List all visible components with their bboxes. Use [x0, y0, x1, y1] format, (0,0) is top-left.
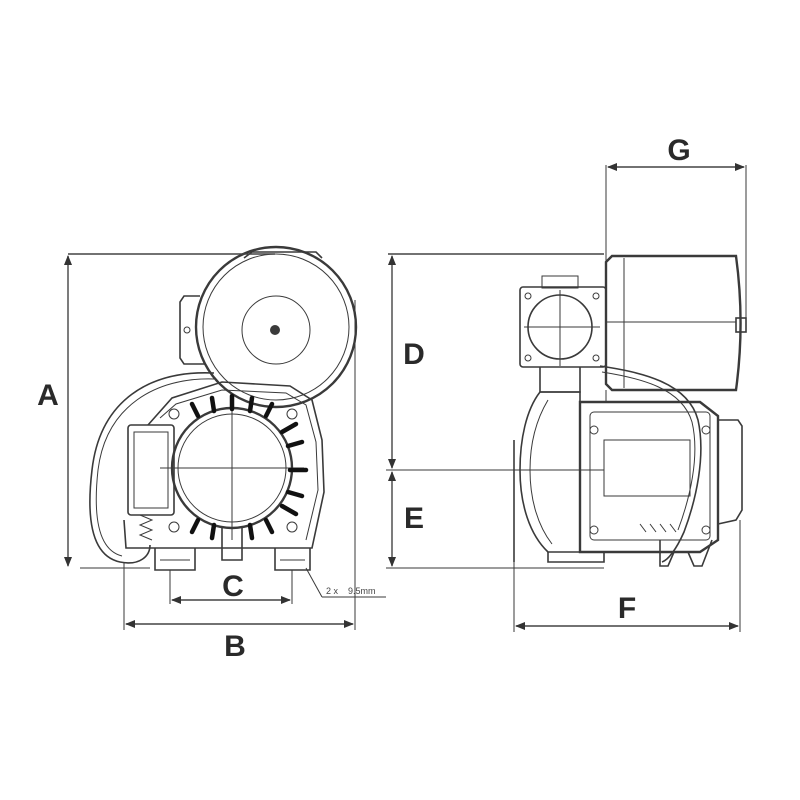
front-cable	[89, 372, 215, 564]
dimension-label-g: G	[667, 134, 690, 167]
dimension-label-b: B	[224, 630, 246, 663]
side-cable	[599, 365, 702, 563]
side-switch	[519, 275, 607, 393]
front-view	[64, 245, 386, 630]
side-tank	[604, 254, 747, 392]
dimension-label-d: D	[403, 338, 425, 371]
front-tank	[179, 245, 358, 409]
side-pump-body	[513, 390, 743, 567]
mount-hole-note: 2 x 9.5mm	[326, 586, 376, 596]
dimension-label-f: F	[618, 592, 636, 625]
dimension-label-a: A	[37, 379, 59, 412]
front-pump-body	[123, 381, 325, 571]
dimension-label-e: E	[404, 502, 424, 535]
dimension-label-c: C	[222, 570, 244, 603]
side-view	[386, 163, 747, 632]
